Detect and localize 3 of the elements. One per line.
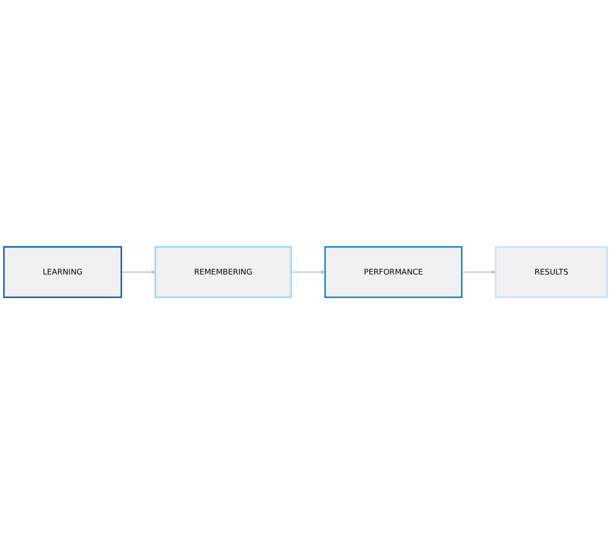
arrow bbox=[290, 270, 326, 275]
arrow bbox=[461, 270, 496, 275]
arrow bbox=[120, 270, 156, 275]
